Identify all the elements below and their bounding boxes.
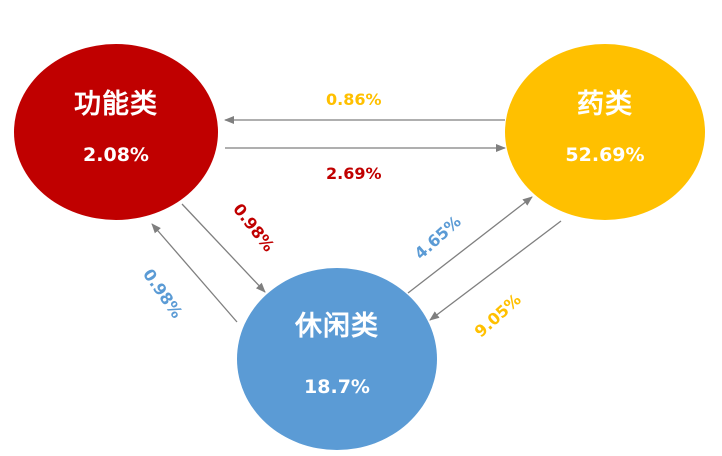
node-leisure: 休闲类 18.7% xyxy=(237,268,437,450)
flow-label-functional-to-medicine: 2.69% xyxy=(326,164,382,183)
node-functional-name: 功能类 xyxy=(74,89,158,120)
node-functional: 功能类 2.08% xyxy=(14,44,218,220)
flow-label-medicine-to-functional: 0.86% xyxy=(326,90,382,109)
node-leisure-name: 休闲类 xyxy=(295,311,379,342)
arrow-functional-to-leisure xyxy=(181,203,266,293)
arrow-leisure-to-functional xyxy=(151,223,238,323)
node-medicine-name: 药类 xyxy=(577,89,633,120)
node-leisure-value: 18.7% xyxy=(304,376,370,398)
node-medicine: 药类 52.69% xyxy=(505,44,705,220)
node-functional-value: 2.08% xyxy=(83,144,149,166)
arrow-leisure-to-medicine xyxy=(407,196,533,294)
arrow-medicine-to-leisure xyxy=(429,220,562,321)
node-medicine-value: 52.69% xyxy=(565,144,645,166)
